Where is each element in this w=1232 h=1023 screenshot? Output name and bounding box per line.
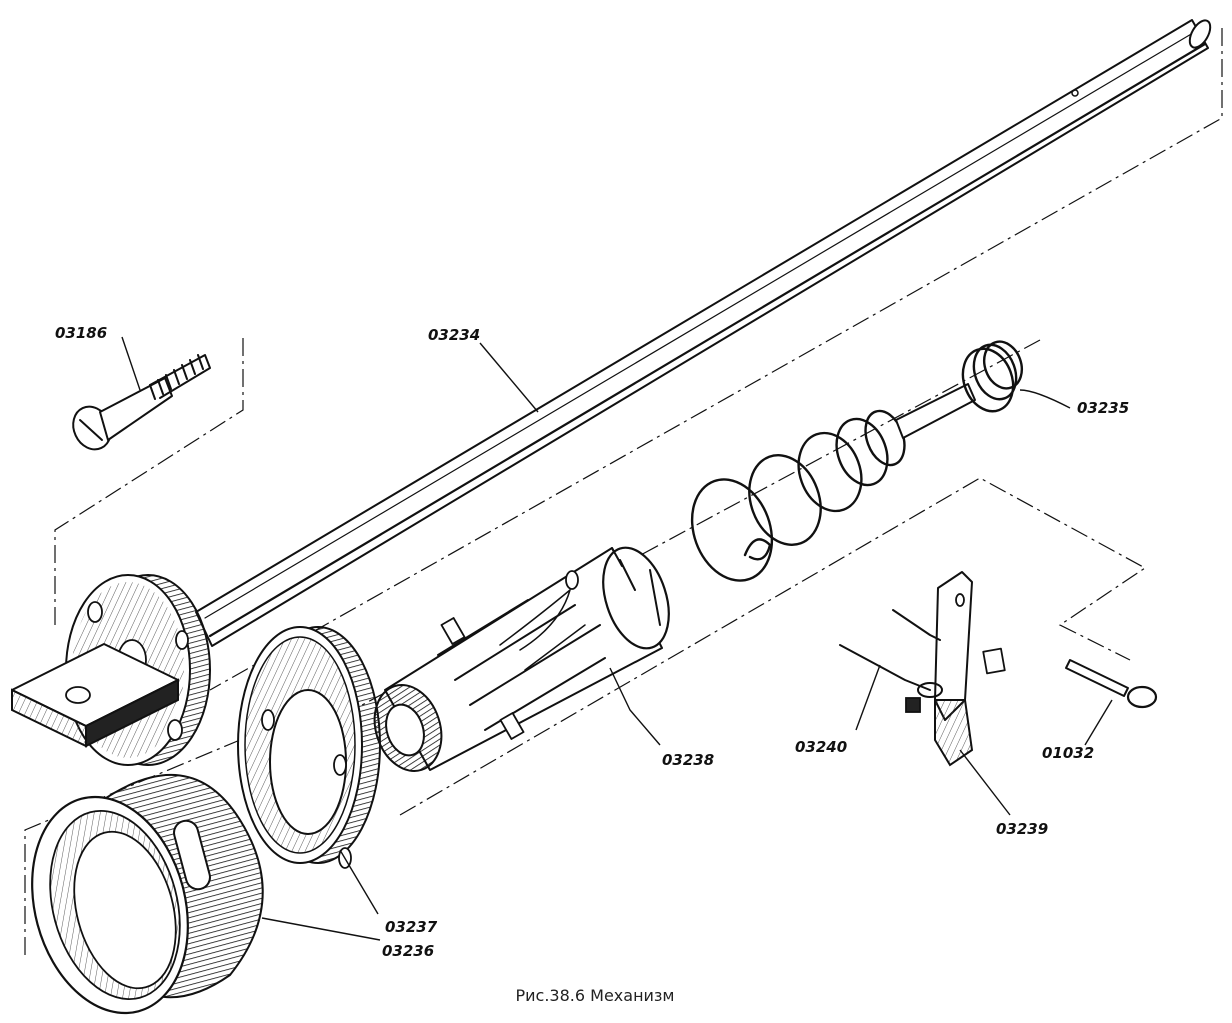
washer-03237 [237,626,381,869]
spring-03235 [690,340,1024,582]
ring-03236 [31,773,264,1015]
label-03186: 03186 [55,324,107,342]
label-01032: 01032 [1042,744,1094,762]
figure-caption: Рис.38.6 Механизм [515,986,675,1005]
lever-03239 [905,571,1006,767]
label-03237: 03237 [385,918,438,936]
leader-lines [121,336,1113,941]
cotter-pin-01032 [1065,659,1158,709]
label-03236: 03236 [382,942,434,960]
shaft-flange [11,574,211,766]
sleeve-03238 [373,546,670,772]
part-labels: 03186 03234 03235 03238 03240 01032 0323… [55,324,1129,960]
label-03240: 03240 [795,738,847,756]
shaft-03234 [195,19,1212,647]
spring-wire-03240 [839,609,941,691]
label-03235: 03235 [1077,399,1129,417]
screw-03186 [72,354,211,451]
label-03238: 03238 [662,751,714,769]
label-03239: 03239 [996,820,1048,838]
label-03234: 03234 [428,326,480,344]
